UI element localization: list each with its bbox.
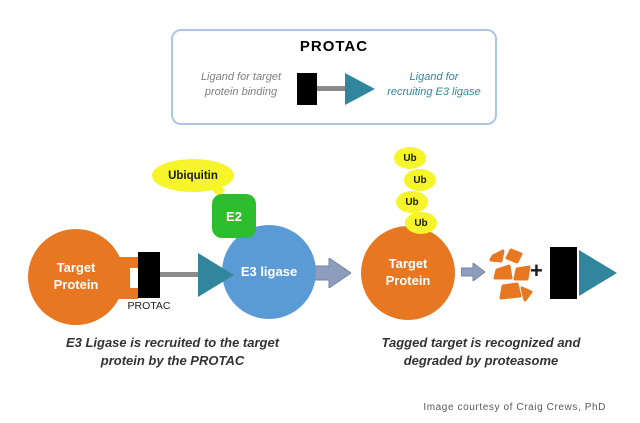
ub-tag-4: Ub: [405, 212, 437, 234]
binding-pocket-notch-icon: [130, 268, 138, 288]
legend-left-label: Ligand for target protein binding: [200, 71, 282, 99]
e2-label: E2: [226, 208, 242, 224]
released-target-ligand-icon: [550, 247, 577, 299]
ub-label-3: Ub: [405, 196, 419, 208]
e2-enzyme-box: E2: [212, 194, 256, 238]
plus-sign: +: [530, 258, 543, 283]
legend-right-label: Ligand for recruiting E3 ligase: [387, 71, 481, 99]
ub-tag-2: Ub: [404, 169, 436, 191]
protac-target-ligand-icon: [138, 252, 160, 298]
ub-tag-1: Ub: [394, 147, 426, 169]
binding-pocket-icon: [116, 257, 138, 299]
target-protein-label-left: Target Protein: [53, 260, 99, 292]
protac-molecule-label: PROTAC: [127, 300, 171, 312]
image-credit: Image courtesy of Craig Crews, PhD: [423, 402, 606, 413]
degradation-arrow-icon: [461, 263, 485, 281]
e3-ligase-label: E3 ligase: [240, 263, 298, 279]
linker-icon: [317, 86, 345, 91]
ubiquitin-label: Ubiquitin: [168, 169, 218, 182]
caption-right: Tagged target is recognized and degraded…: [381, 335, 581, 368]
protac-legend-box: PROTAC Ligand for target protein binding…: [171, 29, 497, 125]
target-ligand-icon: [297, 73, 317, 105]
ub-label-1: Ub: [403, 152, 417, 164]
e3-ligand-triangle-icon: [345, 73, 375, 105]
ub-label-4: Ub: [414, 217, 428, 229]
e3-ligase-circle: E3 ligase: [222, 225, 316, 319]
protac-linker-icon: [160, 272, 198, 277]
caption-left: E3 Ligase is recruited to the target pro…: [65, 335, 280, 368]
target-protein-label-right: Target Protein: [385, 256, 431, 288]
target-protein-circle-left: Target Protein: [28, 229, 124, 325]
protac-e3-ligand-icon: [198, 253, 234, 297]
degraded-fragments-icon: [489, 248, 533, 302]
ub-label-2: Ub: [413, 174, 427, 186]
ub-tag-3: Ub: [396, 191, 428, 213]
ubiquitin-ellipse: Ubiquitin: [152, 159, 234, 192]
legend-title: PROTAC: [299, 38, 369, 55]
target-protein-circle-right: Target Protein: [361, 226, 455, 320]
released-e3-ligand-icon: [579, 250, 617, 296]
